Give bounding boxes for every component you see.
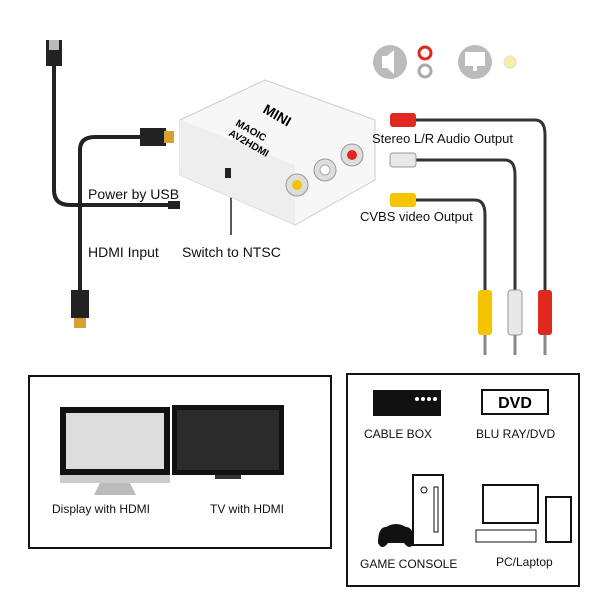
- tv-hdmi-label: TV with HDMI: [210, 502, 285, 516]
- monitor-display-icon: [60, 407, 170, 495]
- hdmi-displays-box: Display with HDMI TV with HDMI: [28, 375, 332, 549]
- power-label: Power by USB: [88, 186, 180, 202]
- display-hdmi-label: Display with HDMI: [52, 502, 151, 516]
- hdmi-input-label: HDMI Input: [88, 244, 159, 260]
- game-console-label: GAME CONSOLE: [360, 557, 458, 571]
- hdmi-plug-bottom-icon: [71, 290, 89, 318]
- bluray-label: BLU RAY/DVD: [476, 427, 556, 441]
- av-sources-box: DVD CABLE BOX BLU RAY/DVD GAME CONSOLE P…: [346, 373, 580, 587]
- cable-box-label: CABLE BOX: [364, 427, 433, 441]
- pc-laptop-label: PC/Laptop: [496, 555, 553, 569]
- switch-label: Switch to NTSC: [182, 244, 281, 260]
- pc-icon: [475, 484, 572, 543]
- hdmi-plug-icon: [140, 128, 166, 146]
- tv-icon: [172, 405, 284, 479]
- game-console-icon: [378, 474, 444, 547]
- cable-box-icon: [373, 390, 441, 416]
- dvd-icon: [481, 389, 549, 415]
- audio-output-label: Stereo L/R Audio Output: [372, 131, 513, 146]
- av2hdmi-converter: MINI MAOIC AV2HDMI: [179, 79, 376, 226]
- video-output-label: CVBS video Output: [360, 209, 473, 224]
- svg-text:DVD: DVD: [498, 395, 532, 412]
